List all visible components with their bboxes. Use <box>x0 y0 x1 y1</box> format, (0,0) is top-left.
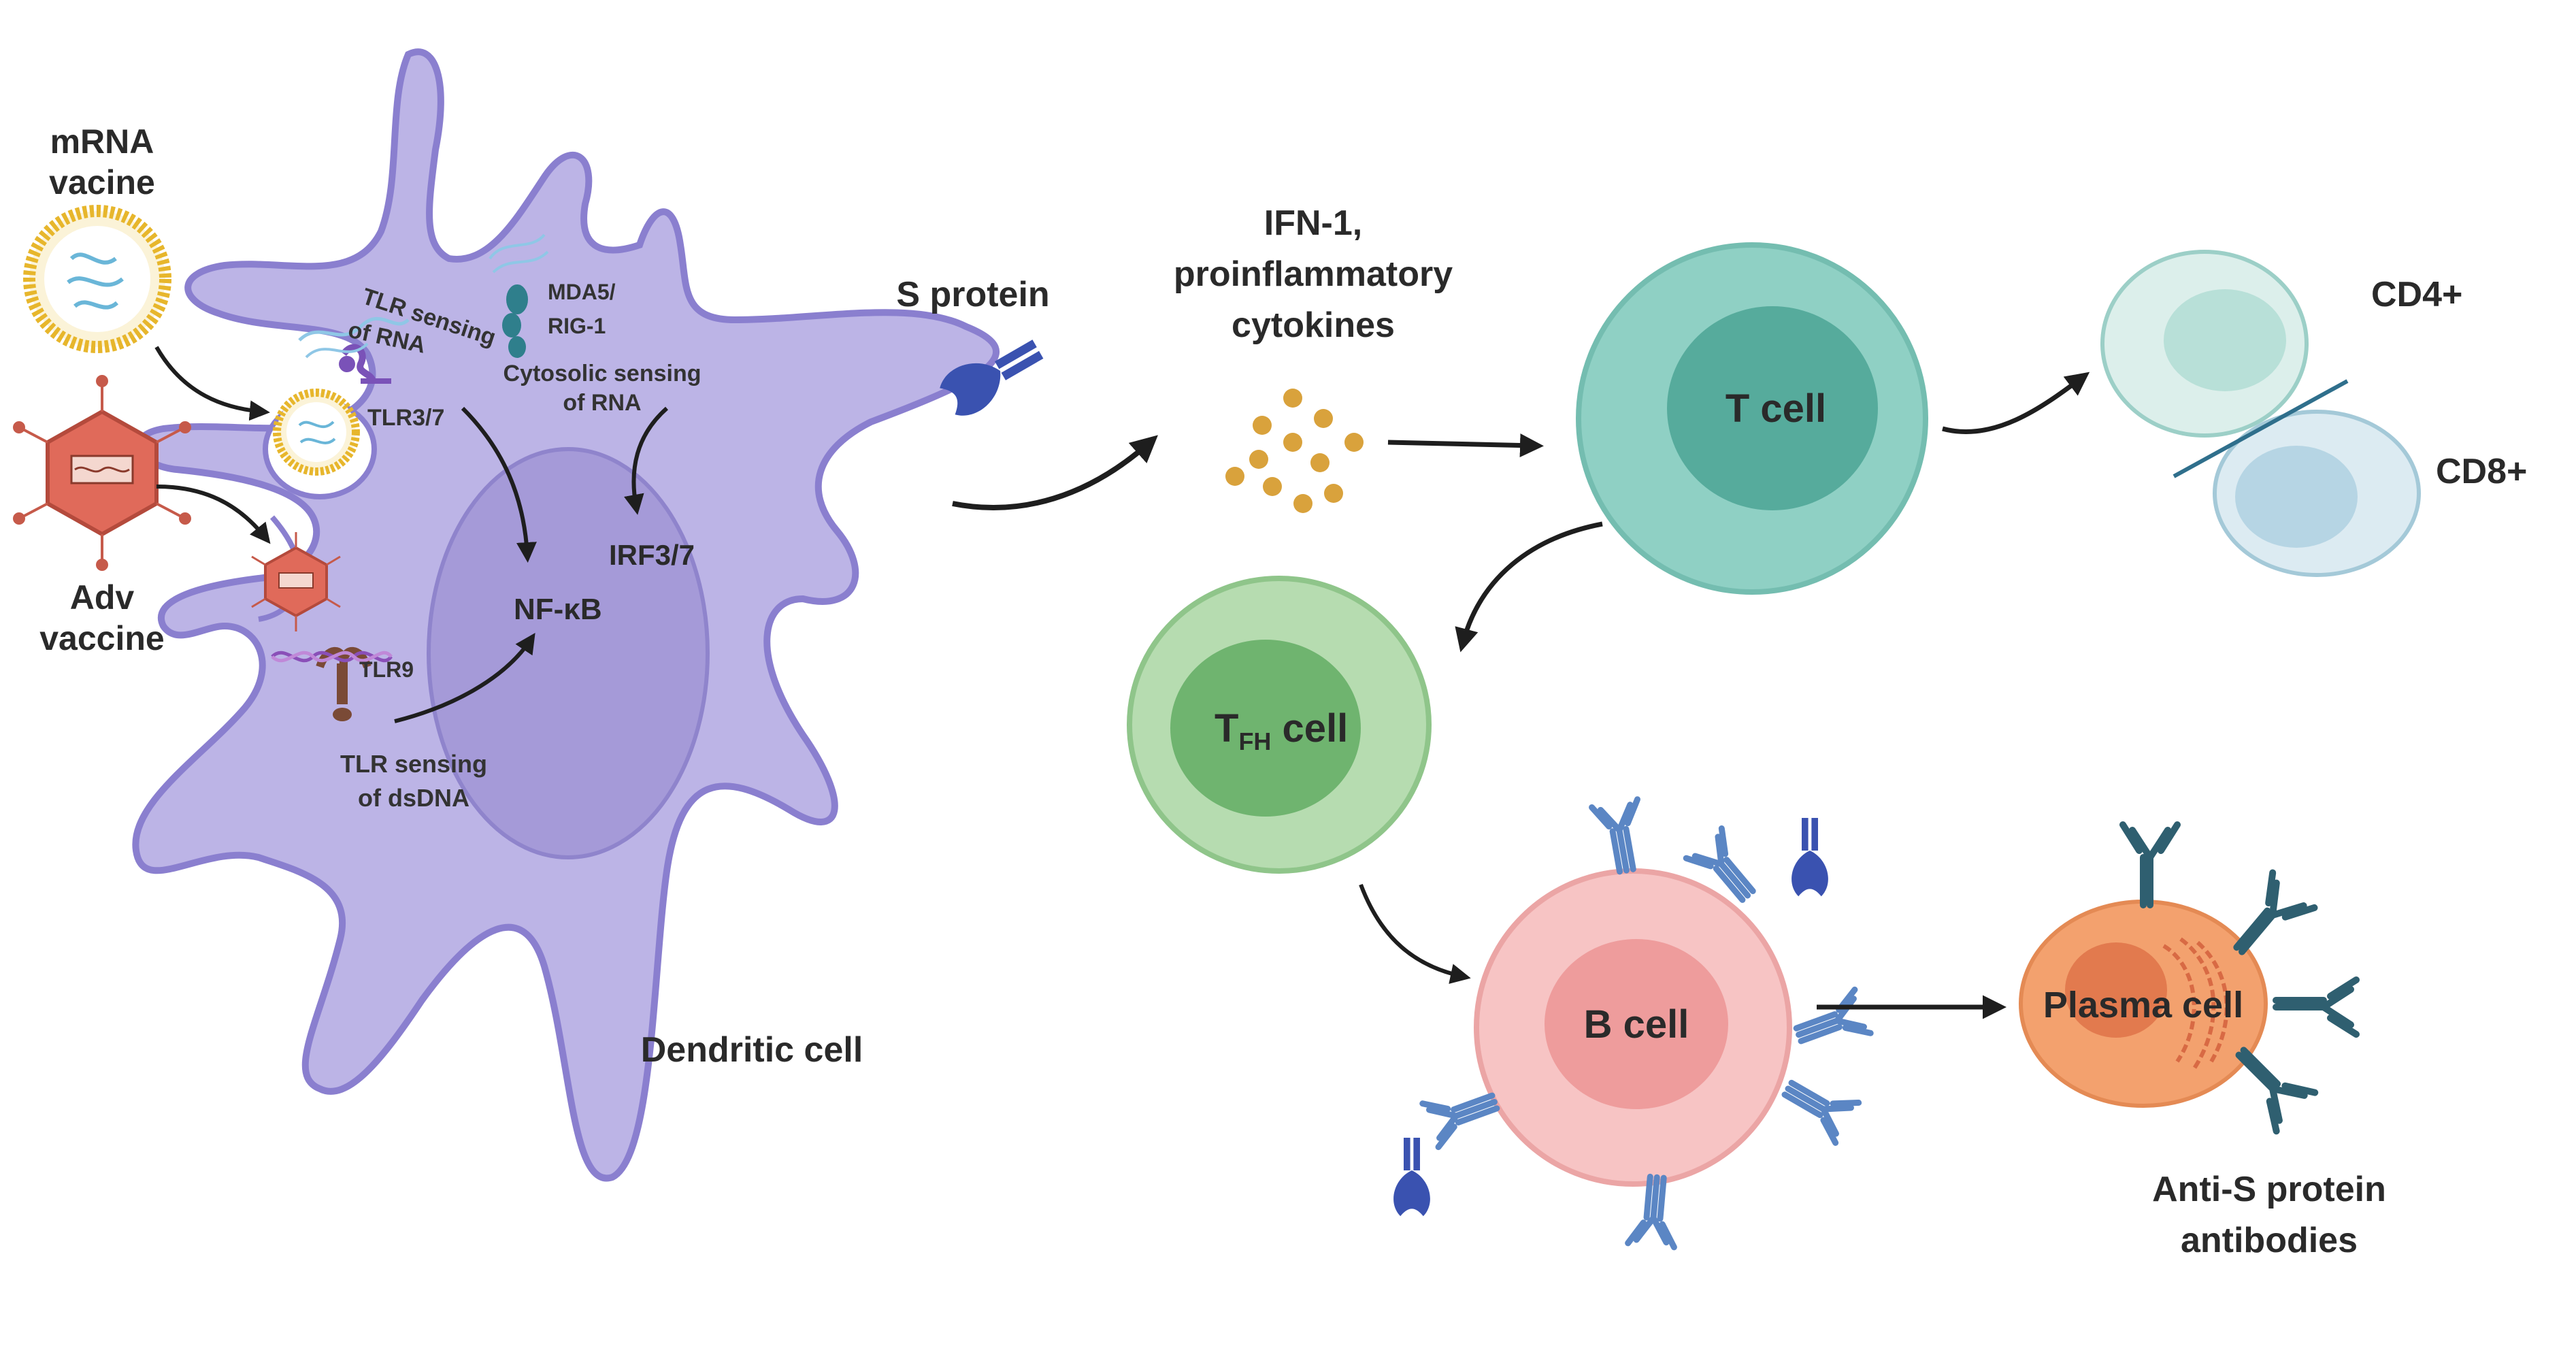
antibody-icon <box>1777 1069 1859 1143</box>
s-protein-label: S protein <box>896 275 1049 314</box>
nfkb-label: NF-κB <box>514 593 602 626</box>
irf37-label: IRF3/7 <box>609 539 695 571</box>
adv-vaccine-label: Adv <box>70 578 135 617</box>
dendritic-cell-label: Dendritic cell <box>641 1030 863 1070</box>
tlr-dsdna-label-2: of dsDNA <box>358 784 469 812</box>
cytokine-particles <box>1225 389 1364 513</box>
arrow-dc-to-cytokines <box>952 435 1158 510</box>
mda5-rig1-sensor <box>489 233 549 358</box>
s-protein-icon <box>1791 818 1828 896</box>
ifn-label-2: proinflammatory <box>1174 254 1453 294</box>
nucleus <box>427 447 710 859</box>
cd8-label: CD8+ <box>2436 452 2527 491</box>
cytosolic-label: Cytosolic sensing <box>503 361 701 387</box>
cytosolic-label-2: of RNA <box>563 390 641 416</box>
tlr37-label: TLR3/7 <box>367 405 444 431</box>
plasma-cell-label: Plasma cell <box>2043 985 2243 1025</box>
mrna-vaccine-label-2: vacine <box>49 163 155 201</box>
antibody-icon <box>1791 989 1870 1056</box>
rna-strands <box>298 316 410 359</box>
ifn-label: IFN-1, <box>1264 203 1362 243</box>
antibodies-label-2: antibodies <box>2181 1221 2358 1260</box>
b-cell-label: B cell <box>1584 1002 1689 1047</box>
tlr37-receptor <box>339 344 391 384</box>
cd4-cd8-divider <box>2173 379 2349 478</box>
arrow-tlr37-to-nfkb <box>461 406 537 563</box>
tlr-dsdna-label: TLR sensing <box>340 750 487 778</box>
cd4-cell <box>2100 250 2309 438</box>
dsdna-strand <box>271 651 393 663</box>
mda5-label-2: RIG-1 <box>548 314 606 338</box>
antibodies-label: Anti-S protein <box>2152 1170 2386 1209</box>
mrna-vaccine-particle-internalized <box>273 389 360 476</box>
antibody-icon <box>2276 980 2356 1034</box>
mrna-vaccine-particle <box>23 205 171 353</box>
adv-vaccine-virus <box>13 375 191 571</box>
t-cell <box>1576 242 1928 595</box>
arrow-mrna-to-cell <box>154 346 270 421</box>
adv-vaccine-label-2: vaccine <box>39 619 164 657</box>
arrow-tcell-to-subsets <box>1942 372 2090 434</box>
plasma-cell <box>2019 900 2268 1108</box>
adv-vaccine-virus-internalized <box>251 532 341 631</box>
s-protein-icon <box>1393 1138 1430 1216</box>
antibody-icon <box>2123 825 2177 905</box>
tfh-cell-label: TFH cell <box>1215 706 1348 755</box>
arrow-cytosolic-to-irf <box>624 406 668 515</box>
ifn-label-3: cytokines <box>1232 306 1395 345</box>
t-cell-label: T cell <box>1725 387 1826 431</box>
tlr9-label: TLR9 <box>359 657 414 682</box>
antibody-icon <box>1592 800 1649 874</box>
arrow-adv-to-cell <box>156 484 271 544</box>
arrow-cytokines-to-tcell <box>1387 433 1544 458</box>
arrow-tcell-to-tfh <box>1455 521 1603 653</box>
b-cell <box>1474 868 1792 1187</box>
mrna-vaccine-label: mRNA <box>50 122 154 161</box>
mda5-label: MDA5/ <box>548 280 616 304</box>
arrow-tlr9-to-nfkb <box>394 633 535 723</box>
tfh-cell <box>1127 576 1432 874</box>
arrow-tfh-to-bcell <box>1359 883 1471 984</box>
cd4-label: CD4+ <box>2371 275 2462 314</box>
cd8-cell <box>2213 410 2421 577</box>
